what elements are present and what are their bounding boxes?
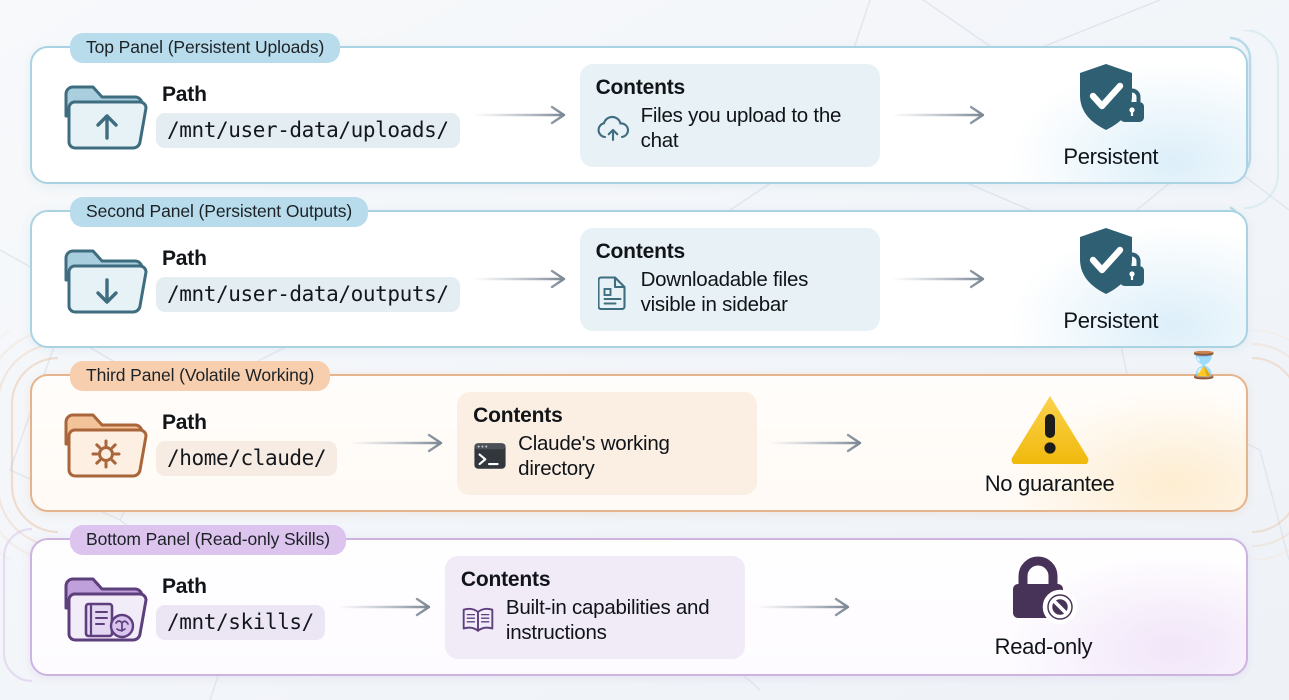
contents-label: Contents [595,75,686,99]
status-badge-persistent: Persistent [998,61,1224,170]
path-value: /mnt/user-data/uploads/ [156,112,460,148]
right-arrow [757,433,875,453]
path-label: Path [162,82,207,106]
folder-upload-icon [58,76,150,154]
warning-triangle-icon [1007,390,1093,469]
hourglass-icon: ⌛ [1187,349,1220,380]
status-text: Read-only [994,633,1093,659]
contents-card: Contents Downloadable files visible in s… [579,227,880,331]
contents-card: Contents Claude's working di [457,391,758,495]
path-label: Path [162,574,207,598]
right-arrow [745,597,863,617]
contents-label: Contents [473,403,563,427]
right-arrow [880,269,998,289]
status-badge-read-only: Read-only [863,555,1224,660]
panel-top: Top Panel (Persistent Uploads) Path /mnt… [30,33,1248,184]
right-arrow [460,269,580,289]
right-arrow [880,105,998,125]
panel-title-second: Second Panel (Persistent Outputs) [70,197,369,227]
status-badge-persistent: Persistent [998,225,1224,334]
contents-label: Contents [460,567,551,591]
document-file-icon [596,274,630,310]
path-block: Path /mnt/user-data/outputs/ [156,247,460,312]
path-value: /mnt/skills/ [156,604,325,640]
contents-card: Contents Built-in capabilities and instr… [444,555,745,659]
path-value: /home/claude/ [156,440,338,476]
path-block: Path /mnt/user-data/uploads/ [156,83,460,148]
path-label: Path [162,410,207,434]
path-label: Path [162,246,207,270]
contents-text: Claude's working directory [518,431,670,480]
panel-third: Third Panel (Volatile Working) [30,352,1248,512]
open-book-icon [461,604,495,636]
contents-text: Downloadable files visible in sidebar [640,267,809,316]
path-block: Path /home/claude/ [156,410,338,476]
folder-book-brain-icon [58,568,150,646]
contents-text: Built-in capabilities and instructions [505,595,710,644]
shield-check-lock-icon [1072,225,1150,306]
contents-card: Contents Files you upload to the chat [579,63,880,167]
panel-title-third: Third Panel (Volatile Working) [70,361,331,391]
status-text: Persistent [1063,307,1159,333]
panel-title-top: Top Panel (Persistent Uploads) [70,33,341,63]
panel-second: Second Panel (Persistent Outputs) Path /… [30,197,1248,348]
contents-label: Contents [595,239,686,263]
status-text: Persistent [1063,143,1159,169]
status-text: No guarantee [984,470,1115,496]
panel-bottom: Bottom Panel (Read-only Skills) Path [30,525,1248,676]
folder-download-icon [58,240,150,318]
right-arrow [325,597,445,617]
cloud-upload-icon [596,113,630,143]
path-block: Path /mnt/skills/ [156,575,325,640]
lock-blocked-icon [1003,555,1083,632]
right-arrow [460,105,580,125]
folder-gear-icon [58,404,150,482]
path-value: /mnt/user-data/outputs/ [156,276,460,312]
shield-check-lock-icon [1072,61,1150,142]
contents-text: Files you upload to the chat [640,103,842,152]
panel-title-bottom: Bottom Panel (Read-only Skills) [70,525,346,555]
right-arrow [337,433,457,453]
terminal-icon [473,441,507,471]
status-badge-no-guarantee: ⌛ No guarantee [875,352,1224,497]
